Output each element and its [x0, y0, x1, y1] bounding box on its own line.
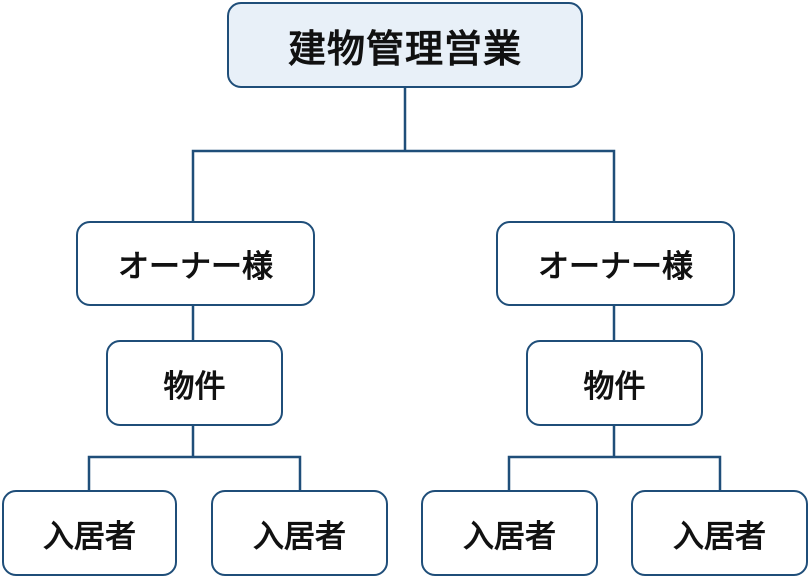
root-node-building-management-sales: 建物管理営業: [227, 2, 583, 88]
owner-node-label: オーナー様: [118, 249, 273, 285]
resident-node-label: 入居者: [673, 518, 766, 555]
connector-property-right-to-residents: [507, 424, 722, 492]
resident-node-label: 入居者: [463, 518, 556, 555]
property-node-right: 物件: [526, 340, 703, 426]
property-node-label: 物件: [583, 368, 646, 405]
owner-node-right: オーナー様: [496, 221, 735, 306]
resident-node-label: 入居者: [253, 518, 346, 555]
connector-root-to-owners: [191, 86, 616, 223]
resident-node-4: 入居者: [631, 490, 808, 576]
resident-node-2: 入居者: [211, 490, 388, 576]
property-node-left: 物件: [106, 340, 283, 426]
resident-node-label: 入居者: [43, 518, 136, 555]
property-node-label: 物件: [163, 368, 226, 405]
resident-node-3: 入居者: [421, 490, 598, 576]
root-node-label: 建物管理営業: [287, 26, 522, 71]
connector-property-left-to-residents: [87, 424, 302, 492]
owner-node-left: オーナー様: [76, 221, 315, 306]
owner-node-label: オーナー様: [538, 249, 693, 285]
resident-node-1: 入居者: [2, 490, 177, 576]
